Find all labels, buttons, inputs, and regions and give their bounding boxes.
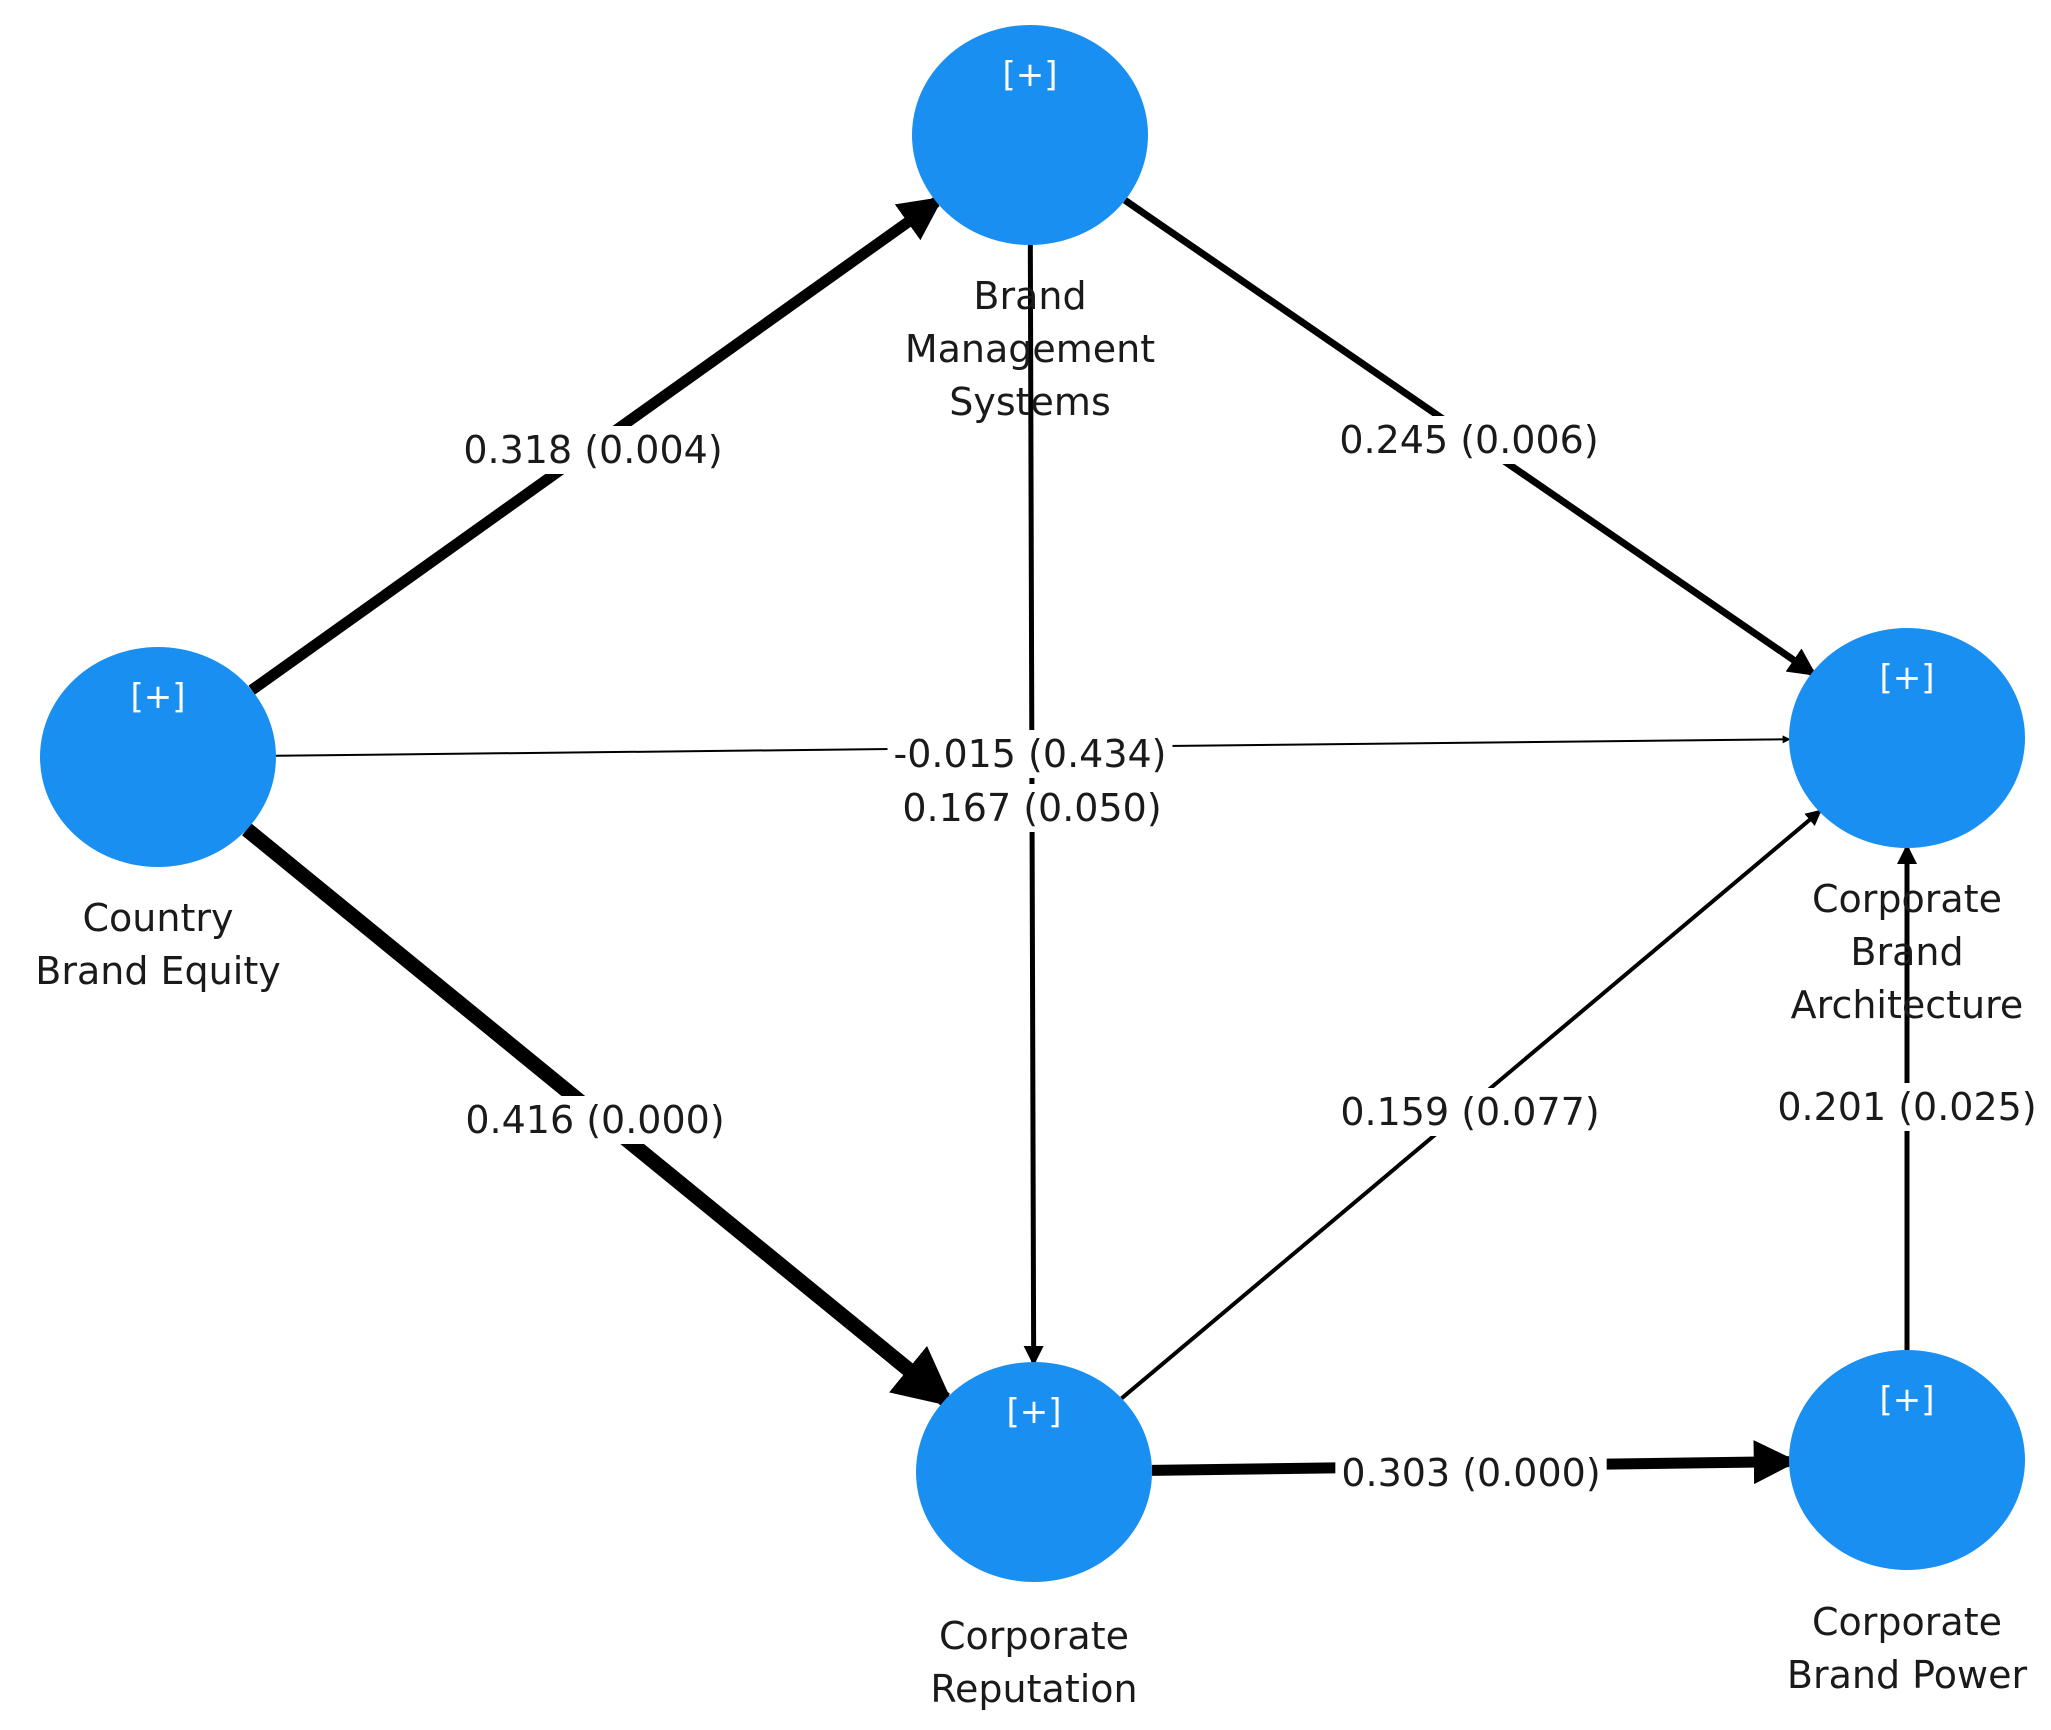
node-label-line: Corporate: [1812, 1600, 2002, 1644]
expand-toggle[interactable]: [+]: [1879, 1380, 1934, 1420]
node-label-line: Brand: [1850, 930, 1963, 974]
edge-label-bms-cba: 0.245 (0.006): [1339, 418, 1598, 462]
edge-label-group-bms-cba: 0.245 (0.006): [1333, 416, 1605, 464]
edge-label-background: [459, 1096, 731, 1144]
edge-label-background: [896, 784, 1168, 832]
node-circle[interactable]: [912, 25, 1148, 245]
expand-toggle[interactable]: [+]: [1879, 658, 1934, 698]
node-circle[interactable]: [916, 1362, 1152, 1582]
edge-label-bms-cr: 0.167 (0.050): [902, 786, 1161, 830]
edge-labels-layer: 0.318 (0.004) 0.245 (0.006) -0.015 (0.434)…: [457, 416, 2043, 1497]
node-label-line: Reputation: [930, 1667, 1137, 1711]
edge-label-cr-cbp: 0.303 (0.000): [1341, 1451, 1600, 1495]
edge-label-group-cbp-cba: 0.201 (0.025): [1771, 1083, 2043, 1131]
node-label-line: Management: [905, 327, 1155, 371]
node-circle[interactable]: [1789, 1350, 2025, 1570]
edge-label-background: [1333, 416, 1605, 464]
edge-label-group-cbe-bms: 0.318 (0.004): [457, 426, 729, 474]
edge-label-background: [457, 426, 729, 474]
edge-label-cr-cba: 0.159 (0.077): [1340, 1090, 1599, 1134]
node-label-line: Brand: [973, 274, 1086, 318]
node-label-line: Brand Power: [1787, 1653, 2028, 1697]
edge-label-background: [1335, 1449, 1607, 1497]
node-label-line: Corporate: [939, 1614, 1129, 1658]
edge-label-group-cbe-cba: -0.015 (0.434): [887, 730, 1173, 778]
node-label-line: Corporate: [1812, 877, 2002, 921]
expand-toggle[interactable]: [+]: [1006, 1392, 1061, 1432]
node-circle[interactable]: [1789, 628, 2025, 848]
edge-label-cbe-cba: -0.015 (0.434): [893, 732, 1166, 776]
edge-label-cbp-cba: 0.201 (0.025): [1777, 1085, 2036, 1129]
edge-label-group-bms-cr: 0.167 (0.050): [896, 784, 1168, 832]
expand-toggle[interactable]: [+]: [130, 677, 185, 717]
node-circle[interactable]: [40, 647, 276, 867]
edge-label-cbe-bms: 0.318 (0.004): [463, 428, 722, 472]
expand-toggle[interactable]: [+]: [1002, 55, 1057, 95]
edge-label-background: [887, 730, 1173, 778]
edge-label-group-cr-cbp: 0.303 (0.000): [1335, 1449, 1607, 1497]
node-label-line: Brand Equity: [35, 949, 280, 993]
edge-label-group-cr-cba: 0.159 (0.077): [1334, 1088, 1606, 1136]
edge-label-group-cbe-cr: 0.416 (0.000): [459, 1096, 731, 1144]
edge-label-background: [1334, 1088, 1606, 1136]
edge-label-cbe-cr: 0.416 (0.000): [465, 1098, 724, 1142]
edge-label-background: [1771, 1083, 2043, 1131]
node-label-line: Systems: [949, 380, 1111, 424]
node-label-line: Country: [83, 896, 234, 940]
node-label-line: Architecture: [1791, 983, 2024, 1027]
